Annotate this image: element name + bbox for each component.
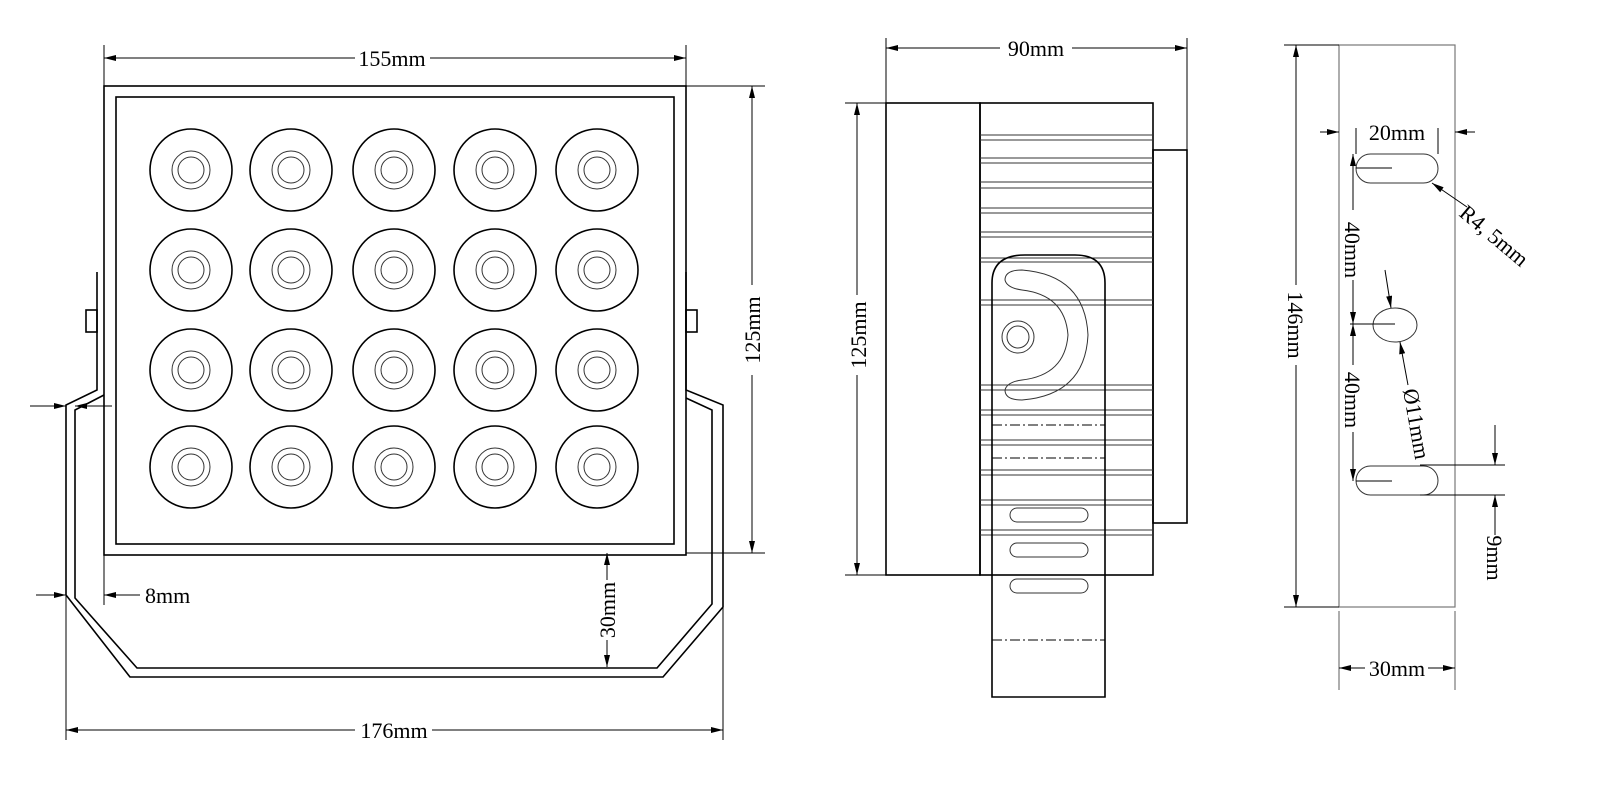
hole-diameter-dimension: Ø11mm [1398, 387, 1435, 462]
led-ring [277, 453, 305, 481]
led-ring [277, 256, 305, 284]
center-hole [1372, 307, 1418, 343]
housing-outer [103, 85, 687, 556]
led-ring [177, 453, 205, 481]
radius-dimension: R4, 5mm [1455, 200, 1534, 272]
led-ring [380, 256, 408, 284]
led-grid [149, 128, 639, 509]
led-lens [453, 425, 537, 509]
side-height-dimension: 125mm [846, 301, 871, 368]
mount-bracket [991, 254, 1106, 698]
led-ring [583, 356, 611, 384]
led-ring [374, 350, 414, 390]
slot-width-dimension: 20mm [1369, 120, 1425, 145]
led-lens [352, 425, 436, 509]
led-ring [475, 350, 515, 390]
led-lens [555, 128, 639, 212]
led-lens [453, 328, 537, 412]
led-ring [577, 350, 617, 390]
adjust-slot [1004, 269, 1089, 401]
led-lens [249, 425, 333, 509]
led-ring [475, 250, 515, 290]
led-ring [583, 453, 611, 481]
led-ring [481, 356, 509, 384]
height-dimension: 125mm [740, 296, 765, 363]
led-ring [271, 150, 311, 190]
heatsink-fins [980, 134, 1153, 536]
led-ring [577, 250, 617, 290]
led-ring [374, 447, 414, 487]
led-ring [577, 447, 617, 487]
bracket-outline [65, 272, 724, 678]
led-ring [271, 350, 311, 390]
led-lens [149, 425, 233, 509]
led-ring [171, 150, 211, 190]
led-ring [481, 256, 509, 284]
led-ring [380, 453, 408, 481]
led-ring [374, 150, 414, 190]
side-view: 90mm 125mm [845, 36, 1188, 698]
led-lens [352, 128, 436, 212]
bracket-inner [74, 394, 713, 669]
led-ring [277, 156, 305, 184]
slot-height-dimension: 9mm [1482, 535, 1507, 580]
led-ring [481, 453, 509, 481]
led-ring [577, 150, 617, 190]
led-lens [352, 228, 436, 312]
led-ring [171, 250, 211, 290]
led-ring [475, 150, 515, 190]
led-ring [177, 156, 205, 184]
led-lens [149, 328, 233, 412]
heatsink-body [979, 102, 1154, 576]
depth-dimension: 90mm [1008, 36, 1064, 61]
front-view: 155mm 125mm 176mm 8mm 30mm [30, 45, 765, 743]
offset-dimension: 8mm [145, 583, 190, 608]
bracket-depth-dimension: 30mm [595, 582, 620, 638]
led-lens [249, 228, 333, 312]
led-lens [453, 228, 537, 312]
led-ring [380, 156, 408, 184]
led-ring [374, 250, 414, 290]
led-ring [177, 356, 205, 384]
led-lens [249, 128, 333, 212]
led-ring [277, 356, 305, 384]
led-lens [555, 425, 639, 509]
led-ring [271, 447, 311, 487]
bracket-bolt-right [685, 309, 698, 333]
led-ring [177, 256, 205, 284]
led-ring [171, 447, 211, 487]
housing-inner [115, 96, 675, 545]
led-ring [380, 356, 408, 384]
led-ring [583, 256, 611, 284]
bracket-bolt-left [85, 309, 98, 333]
vent-slot [1009, 578, 1089, 594]
led-lens [149, 228, 233, 312]
upper-spacing-dimension: 40mm [1340, 222, 1365, 278]
width-dimension: 155mm [358, 46, 425, 71]
led-lens [555, 228, 639, 312]
led-ring [583, 156, 611, 184]
front-cover [885, 102, 981, 576]
vent-slot [1009, 507, 1089, 523]
led-lens [352, 328, 436, 412]
led-ring [171, 350, 211, 390]
length-dimension: 146mm [1283, 291, 1308, 358]
vent-slot [1009, 542, 1089, 558]
bracket-plate [1338, 44, 1456, 608]
lower-spacing-dimension: 40mm [1340, 372, 1365, 428]
bracket-width-dimension: 176mm [360, 718, 427, 743]
bracket-view: 20mm R4, 5mm 40mm 40mm Ø11mm 146mm 9mm 3… [1283, 44, 1534, 690]
led-lens [453, 128, 537, 212]
led-lens [149, 128, 233, 212]
pivot-bolt [1001, 320, 1035, 354]
led-ring [475, 447, 515, 487]
back-plate [1152, 149, 1188, 524]
led-ring [481, 156, 509, 184]
led-ring [271, 250, 311, 290]
led-lens [555, 328, 639, 412]
led-lens [249, 328, 333, 412]
bracket-width-dimension: 30mm [1369, 656, 1425, 681]
